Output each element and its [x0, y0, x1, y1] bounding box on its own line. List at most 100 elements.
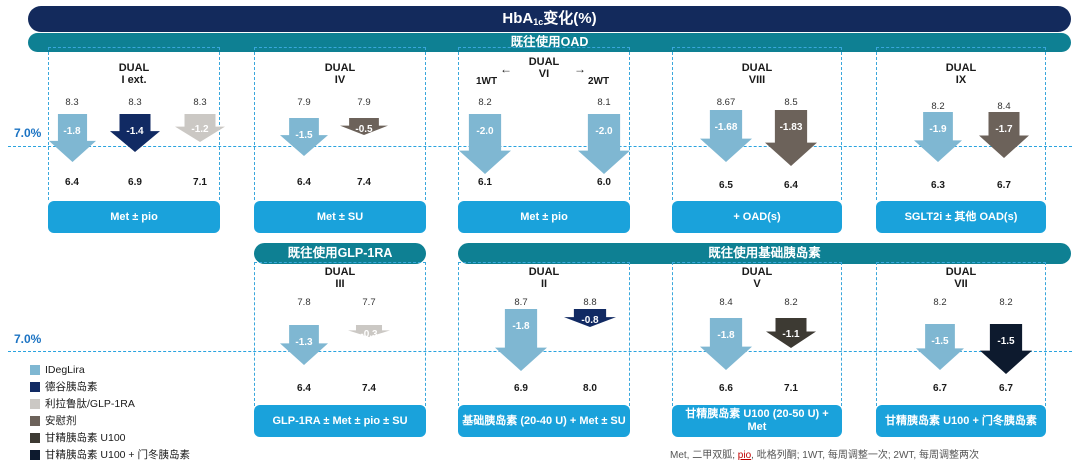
background-therapy-label: 基础胰岛素 (20-40 U) + Met ± SU — [458, 405, 630, 437]
down-arrow-icon — [48, 114, 96, 162]
background-therapy-label: 甘精胰岛素 U100 + 门冬胰岛素 — [876, 405, 1046, 437]
trial-panel-dual3 — [254, 262, 426, 406]
change-arrow-ideglira: -1.5 — [280, 118, 328, 156]
arrow-right-icon: → — [574, 62, 586, 76]
trial-title-line: III — [335, 278, 345, 290]
baseline-value: 8.4 — [997, 101, 1011, 112]
baseline-value: 7.7 — [362, 297, 376, 308]
change-value: -1.8 — [717, 330, 735, 341]
background-therapy-label: Met ± pio — [48, 201, 220, 233]
trial-title-line: DUAL — [945, 266, 977, 278]
baseline-value: 8.8 — [583, 297, 597, 308]
baseline-value: 8.5 — [784, 97, 798, 108]
legend-swatch — [30, 415, 40, 426]
change-value: -1.1 — [782, 328, 800, 340]
arrow-shape — [766, 318, 816, 348]
endpoint-value: 7.1 — [193, 177, 207, 188]
endpoint-value: 7.4 — [362, 383, 376, 394]
trial-panel-dual7 — [876, 262, 1046, 406]
down-arrow-icon — [914, 112, 962, 162]
arrow-shape — [280, 118, 328, 156]
legend-item: 利拉鲁肽/GLP-1RA — [30, 395, 190, 412]
baseline-value: 8.2 — [931, 101, 945, 112]
legend-label: 安慰剂 — [45, 415, 77, 427]
change-value: -1.8 — [512, 321, 530, 332]
legend-swatch — [30, 449, 40, 460]
arrow-shape — [916, 324, 964, 370]
arrow-shape — [110, 114, 160, 152]
trial-title-line: DUAL — [528, 266, 560, 278]
change-arrow-placebo: -1.83 — [765, 110, 817, 166]
change-value: -0.3 — [360, 329, 378, 341]
arrow-shape — [700, 318, 752, 370]
legend-swatch — [30, 398, 40, 409]
endpoint-value: 7.4 — [357, 177, 371, 188]
arrow-shape — [700, 110, 752, 162]
change-value: -1.4 — [126, 126, 144, 137]
change-arrow-ideglira: -1.8 — [700, 318, 752, 370]
change-value: -0.8 — [581, 315, 599, 327]
change-value: -1.3 — [295, 337, 313, 348]
trial-title-line: IV — [334, 74, 346, 86]
trial-title-line: VI — [538, 68, 550, 80]
endpoint-value: 6.4 — [784, 180, 798, 191]
baseline-value: 8.3 — [193, 97, 207, 108]
baseline-value: 8.67 — [716, 97, 736, 108]
endpoint-value: 6.4 — [297, 383, 311, 394]
baseline-value: 8.4 — [719, 297, 733, 308]
background-therapy-label: Met ± SU — [254, 201, 426, 233]
legend-label: 甘精胰岛素 U100 + 门冬胰岛素 — [45, 449, 190, 461]
baseline-value: 7.8 — [297, 297, 311, 308]
baseline-value: 8.2 — [784, 297, 798, 308]
change-value: -1.5 — [295, 130, 313, 141]
trial-title-line: VII — [954, 278, 968, 290]
endpoint-value: 6.7 — [999, 383, 1013, 394]
down-arrow-icon — [700, 110, 752, 162]
arrow-shape — [914, 112, 962, 162]
endpoint-value: 6.4 — [65, 177, 79, 188]
down-arrow-icon — [980, 324, 1032, 374]
down-arrow-icon — [700, 318, 752, 370]
legend-label: 利拉鲁肽/GLP-1RA — [45, 398, 135, 410]
trial-title-line: DUAL — [528, 56, 560, 68]
arrow-shape — [495, 309, 547, 371]
change-arrow-glargine: -1.1 — [766, 318, 816, 348]
trial-title-line: VIII — [748, 74, 766, 86]
endpoint-value: 8.0 — [583, 383, 597, 394]
arrow-shape — [280, 325, 328, 365]
legend-item: 德谷胰岛素 — [30, 378, 190, 395]
endpoint-value: 6.0 — [597, 177, 611, 188]
change-arrow-ideglira: -1.3 — [280, 325, 328, 365]
down-arrow-icon — [564, 309, 616, 327]
down-arrow-icon — [979, 112, 1029, 158]
baseline-value: 7.9 — [297, 97, 311, 108]
section-band-glp1: 既往使用GLP-1RA — [254, 243, 426, 264]
arrow-shape — [175, 114, 225, 142]
down-arrow-icon — [459, 114, 511, 174]
change-arrow-ideglira: -1.8 — [48, 114, 96, 162]
background-therapy-label: SGLT2i ± 其他 OAD(s) — [876, 201, 1046, 233]
reference-label-top: 7.0% — [14, 126, 42, 140]
legend-swatch — [30, 364, 40, 375]
change-value: -2.0 — [595, 126, 613, 137]
arrow-shape — [459, 114, 511, 174]
endpoint-value: 6.9 — [514, 383, 528, 394]
legend-label: IDegLira — [45, 363, 85, 376]
change-arrow-ideglira: -1.68 — [700, 110, 752, 162]
change-value: -1.5 — [931, 336, 949, 347]
baseline-value: 8.3 — [128, 97, 142, 108]
change-value: -1.9 — [929, 124, 947, 135]
endpoint-value: 6.9 — [128, 177, 142, 188]
change-arrow-ideglira: -1.8 — [495, 309, 547, 371]
endpoint-value: 6.4 — [297, 177, 311, 188]
change-arrow-ideglira: -2.0 — [459, 114, 511, 174]
trial-title-line: DUAL — [118, 62, 150, 74]
trial-title-line: I ext. — [121, 74, 147, 86]
baseline-value: 8.7 — [514, 297, 528, 308]
legend-item: 安慰剂 — [30, 412, 190, 429]
